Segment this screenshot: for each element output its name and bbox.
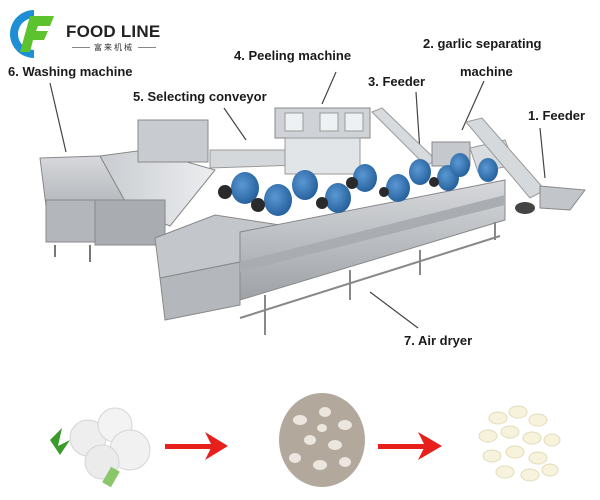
separated-cloves-image [279,393,365,487]
label-selecting-conveyor: 5. Selecting conveyor [133,89,267,104]
peeled-cloves-image [478,405,561,482]
air-dryer [154,153,506,335]
label-air-dryer: 7. Air dryer [404,333,473,348]
peeling-machine [274,107,371,175]
label-garlic-separating: 2. garlic separating [423,36,542,51]
label-washing-machine: 6. Washing machine [8,64,133,79]
label-garlic-separating-line2: machine [460,64,513,79]
label-feeder-1: 1. Feeder [528,108,586,123]
brand-name: FOOD LINE [66,22,161,41]
arrow-icon-1 [165,432,228,460]
label-peeling-machine: 4. Peeling machine [234,48,352,63]
label-feeder-3: 3. Feeder [368,74,426,89]
garlic-bulb-image [50,407,151,488]
washing-machine [39,119,216,262]
process-flow [50,393,561,488]
arrow-icon-2 [378,432,442,460]
brand-subtitle: 富来机械 [68,42,160,53]
